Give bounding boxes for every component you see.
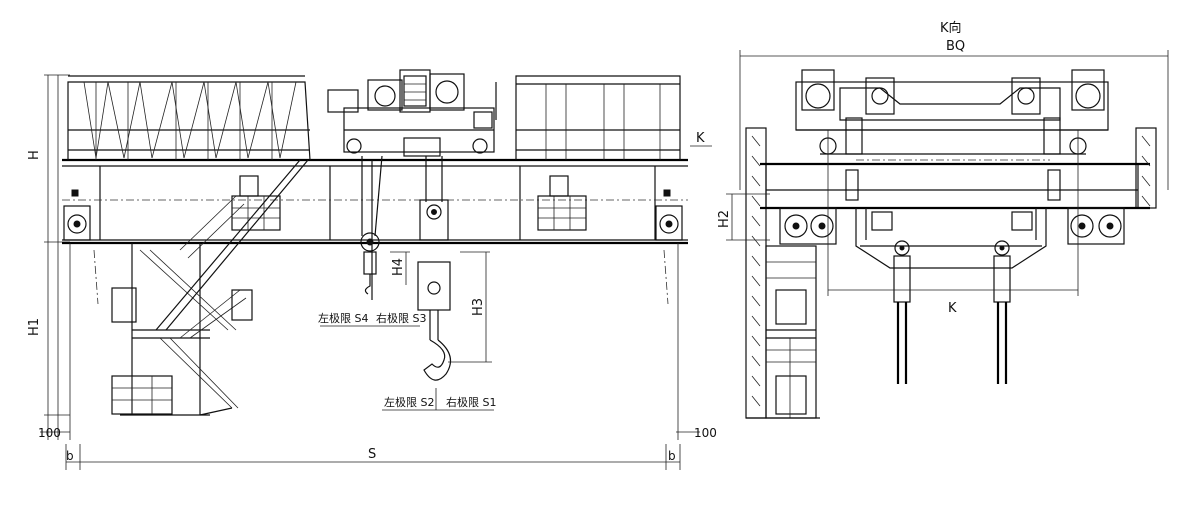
dim-label-h: H bbox=[27, 150, 42, 160]
side-view: K向 BQ H2 K bbox=[717, 20, 1169, 419]
side-wheels bbox=[779, 207, 1125, 245]
side-markers bbox=[69, 243, 679, 440]
limit-label-s2: 左极限 S2 bbox=[384, 395, 434, 409]
view-label-k: K向 bbox=[940, 20, 962, 36]
dim-label-h3: H3 bbox=[471, 298, 486, 316]
dim-label-b-left: b bbox=[66, 449, 74, 463]
dim-label-bq: BQ bbox=[946, 39, 965, 54]
front-view: H H1 K H4 H3 左极限 S4 右极限 S3 左极限 S2 右极限 S1… bbox=[27, 69, 717, 470]
limit-label-s1: 右极限 S1 bbox=[446, 395, 496, 409]
limit-label-s3: 右极限 S3 bbox=[376, 311, 426, 325]
end-wheels bbox=[63, 189, 683, 241]
dim-label-k: K bbox=[696, 131, 705, 146]
side-dimensions bbox=[726, 130, 1079, 296]
dim-label-k-side: K bbox=[948, 301, 957, 316]
main-girder bbox=[62, 158, 688, 245]
dim-label-span: S bbox=[368, 447, 376, 462]
trolley bbox=[327, 69, 497, 157]
auxiliary-hook bbox=[360, 155, 383, 300]
limit-label-s4: 左极限 S4 bbox=[318, 311, 368, 325]
bq-dimension bbox=[739, 50, 1169, 190]
dim-label-h4: H4 bbox=[391, 258, 406, 276]
side-girder bbox=[745, 127, 1157, 419]
dim-label-h1: H1 bbox=[27, 318, 42, 336]
side-spreader bbox=[855, 208, 1047, 269]
bottom-dimension bbox=[40, 431, 700, 470]
dim-label-gap-right: 100 bbox=[694, 426, 717, 440]
dim-label-b-right: b bbox=[668, 449, 676, 463]
dim-label-h2: H2 bbox=[717, 210, 732, 228]
dim-label-gap-left: 100 bbox=[38, 426, 61, 440]
right-railing-platform bbox=[515, 75, 681, 160]
main-hook bbox=[417, 156, 452, 381]
hook-dimensions bbox=[320, 145, 712, 411]
operator-cab-right bbox=[537, 175, 587, 231]
side-trolley bbox=[795, 69, 1109, 155]
side-stair-tower bbox=[746, 245, 820, 419]
side-hooks bbox=[893, 240, 1011, 384]
left-dimension-lines bbox=[44, 74, 70, 440]
left-railing-platform bbox=[67, 75, 311, 161]
stair-tower bbox=[111, 159, 309, 416]
